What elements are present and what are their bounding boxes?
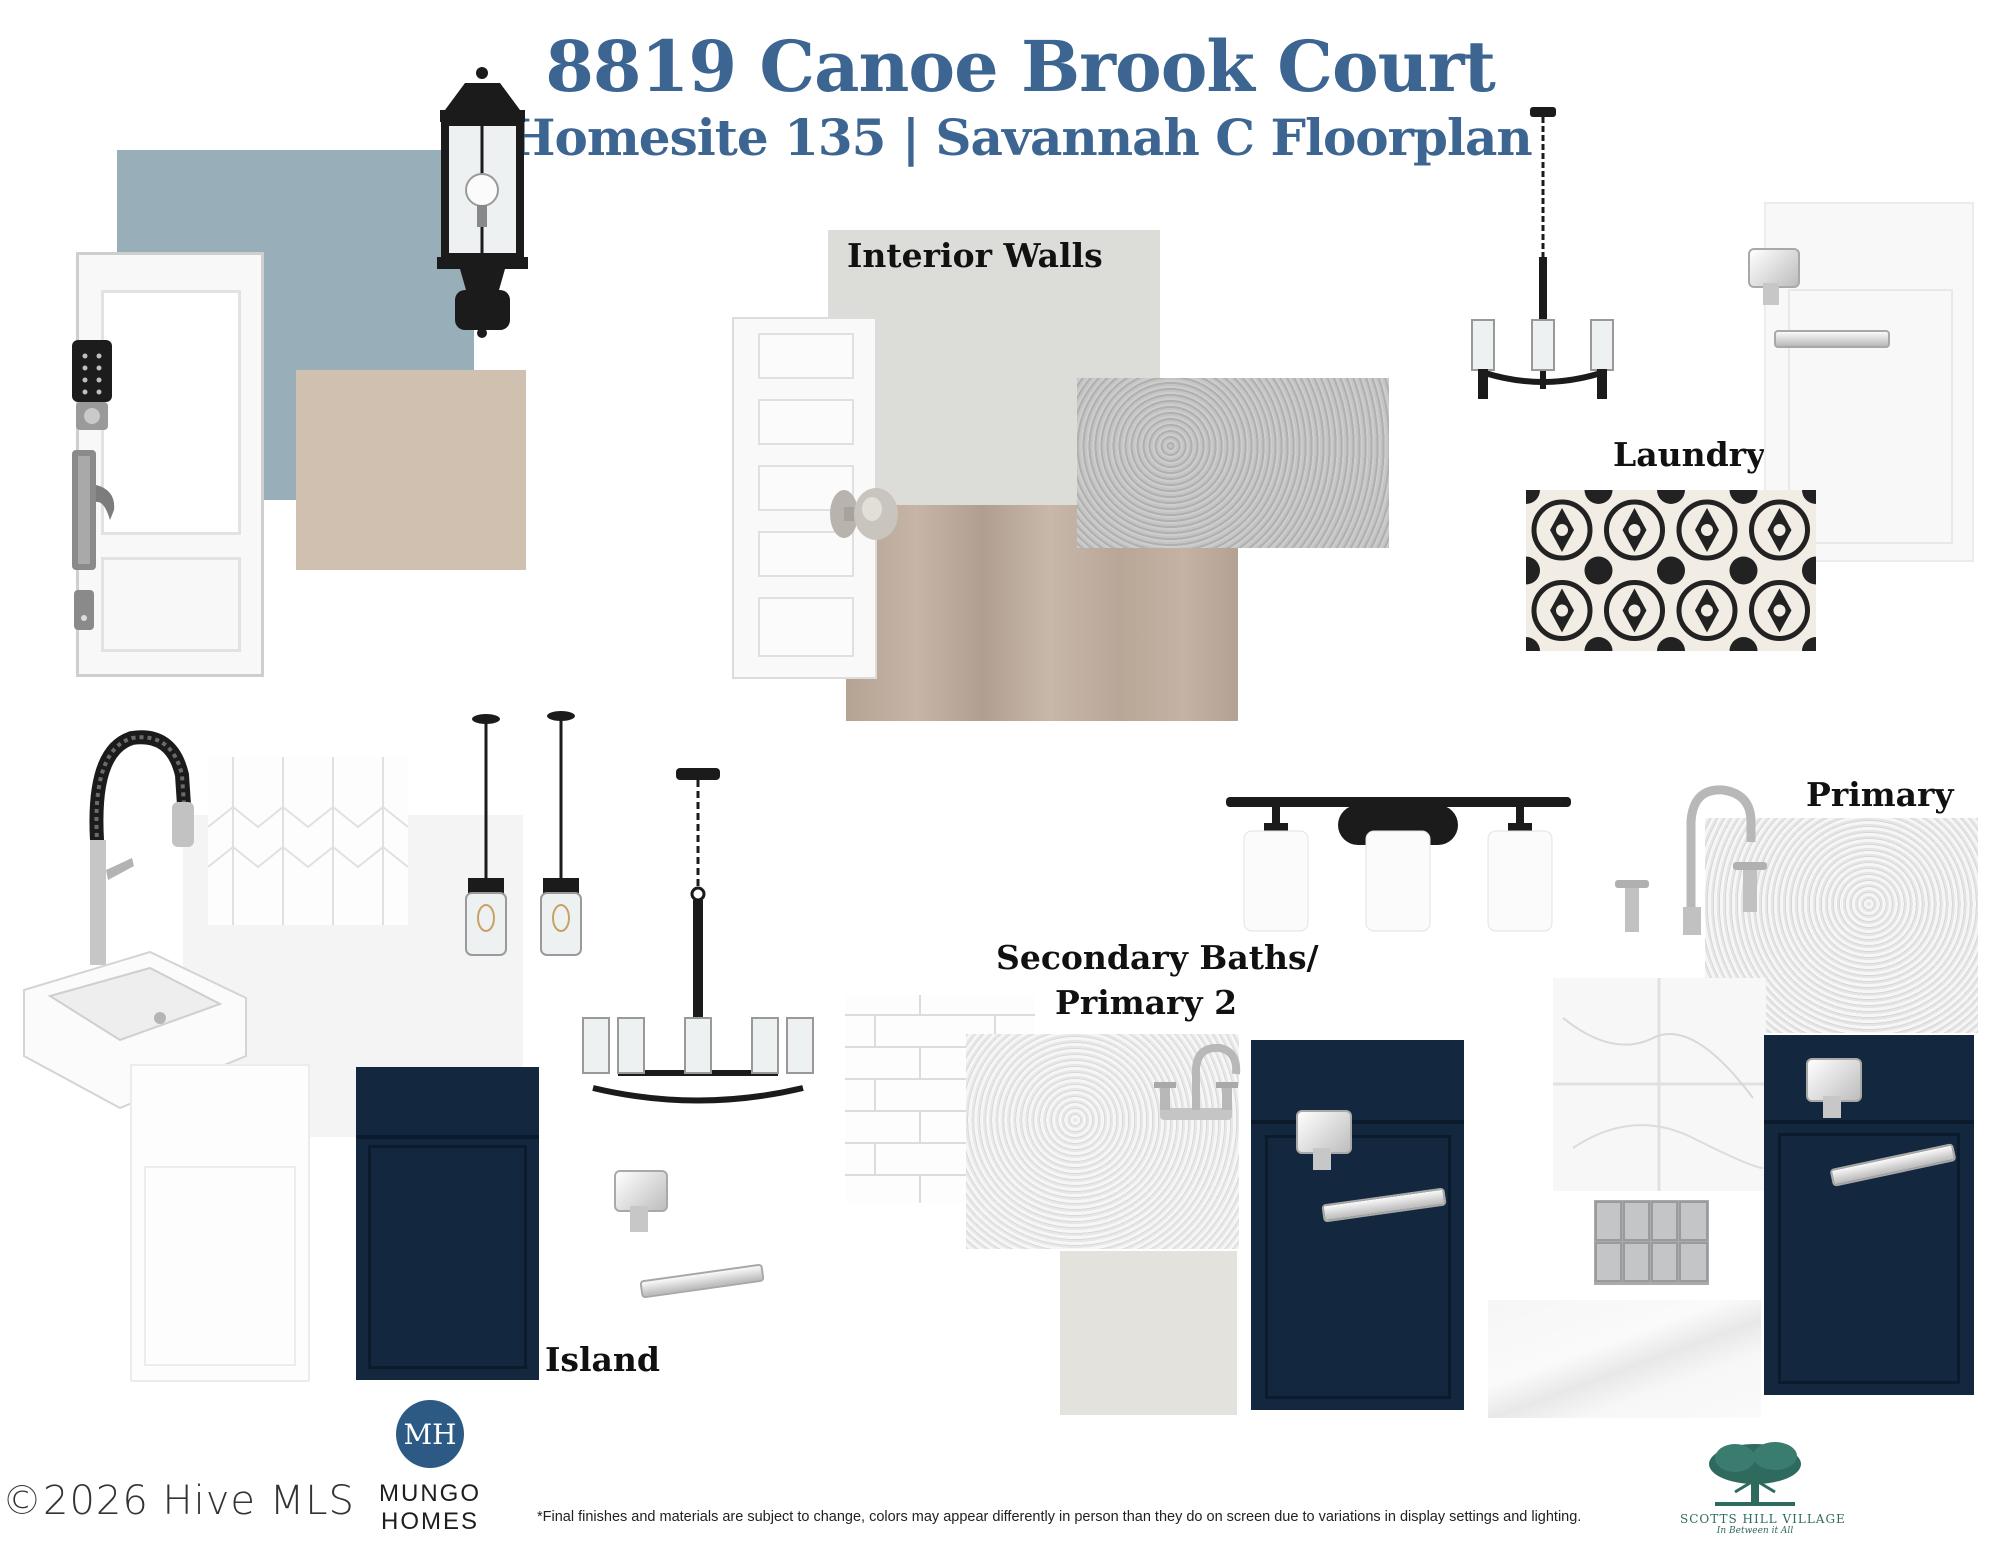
knob-stem [1763,283,1779,305]
pendant-icon [463,713,509,958]
faucet-icon [1595,782,1775,937]
door-panel [758,399,854,445]
cabinet-rail [1764,1120,1974,1124]
primary-mosaic-swatch [1594,1200,1709,1285]
cabinet-door-panel [1788,289,1953,544]
island-label: Island [545,1340,661,1379]
island-cabinet-swatch [356,1067,539,1380]
primary-label: Primary [1806,775,1954,814]
pendant-icon [538,710,584,958]
cabinet-door-panel [144,1166,296,1366]
kitchen-cabinet-swatch [130,1064,310,1382]
cabinet-rail [1251,1120,1464,1124]
knob-stem [1823,1096,1841,1118]
primary-vanity-cabinet-swatch [1764,1035,1974,1395]
keypad-lock-icon [70,338,114,433]
page-subtitle: Homesite 135 | Savannah C Floorplan [508,108,1532,167]
community-name: SCOTTS HILL VILLAGE [1680,1512,1846,1526]
exterior-trim-swatch [296,370,526,570]
cabinet-door-panel [1778,1133,1960,1384]
cabinet-rail [356,1135,539,1139]
builder-name-line2: HOMES [380,1508,479,1535]
disclaimer-text: *Final finishes and materials are subjec… [537,1509,1582,1525]
builder-logo: MH MUNGO HOMES [370,1400,490,1540]
knob-icon [1748,248,1800,288]
knob-icon [1296,1110,1352,1154]
carpet-swatch [1077,378,1389,548]
lantern-icon [425,65,540,340]
knob-stem [1313,1148,1331,1170]
door-panel [758,333,854,379]
builder-monogram: MH [403,1417,457,1451]
door-panel [758,531,854,577]
knob-stem [630,1206,648,1232]
copyright-watermark: ©2026 Hive MLS [2,1478,355,1524]
faucet-icon [1150,1038,1242,1130]
primary-shower-tile-swatch [1553,978,1766,1191]
secondary-baths-label-line2: Primary 2 [1055,983,1238,1022]
primary-floor-tile-swatch [1488,1300,1761,1418]
knob-icon [1806,1058,1862,1102]
laundry-tile-swatch [1526,490,1816,651]
tree-logo-icon [1705,1440,1805,1508]
chandelier-icon [578,768,818,1113]
cabinet-door-panel [368,1145,527,1369]
community-logo: SCOTTS HILL VILLAGE In Between it All [1680,1440,1846,1545]
laundry-label: Laundry [1613,435,1766,474]
door-knob-icon [828,485,900,543]
pull-icon [639,1263,765,1299]
secondary-baths-label: Secondary Baths/ [996,938,1319,977]
vanity-light-icon [1226,795,1571,935]
front-door-lower-panel [101,557,241,652]
community-tagline: In Between it All [1716,1526,1794,1536]
front-door-glass [101,290,241,535]
cabinet-door-panel [1265,1135,1451,1399]
page-title: 8819 Canoe Brook Court [545,25,1496,108]
secondary-floor-tile-swatch [1060,1251,1237,1415]
chandelier-icon [1470,107,1615,402]
secondary-vanity-cabinet-swatch [1251,1040,1464,1410]
pull-icon [1774,330,1890,348]
faucet-icon [72,720,197,970]
builder-name-line1: MUNGO [379,1480,481,1507]
door-handle-icon [70,450,120,635]
interior-walls-label: Interior Walls [847,236,1103,275]
door-panel [758,597,854,657]
kitchen-backsplash-swatch [207,757,409,925]
builder-monogram-badge: MH [396,1400,464,1468]
